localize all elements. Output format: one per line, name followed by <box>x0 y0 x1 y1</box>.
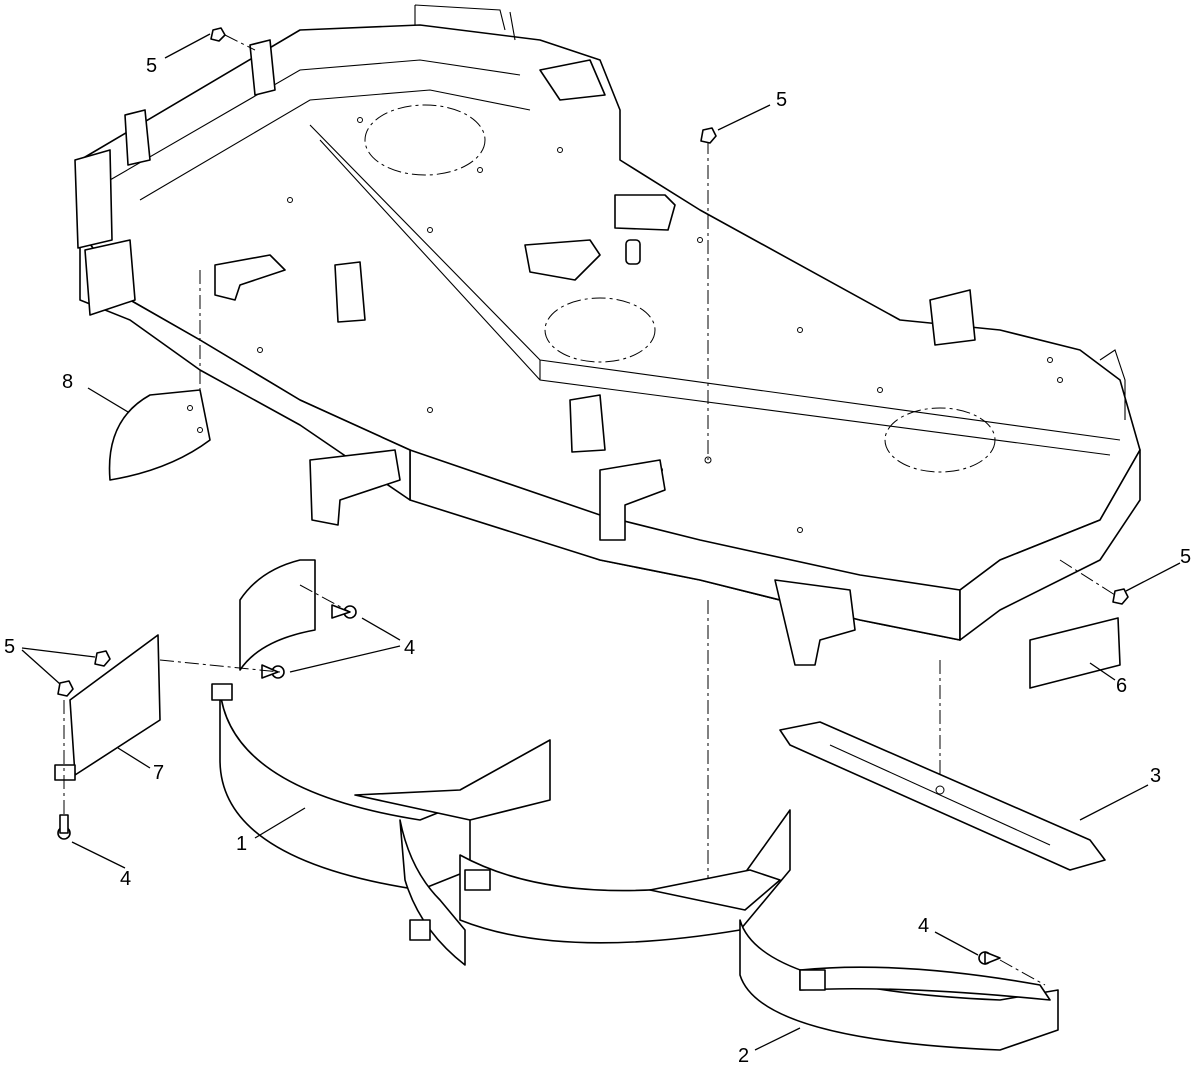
part-7-plate <box>54 634 161 781</box>
callout-5-left: 5 <box>4 636 15 658</box>
leader-lines <box>21 33 1181 1051</box>
callout-labels: 5 5 5 5 4 4 4 8 6 7 1 3 2 <box>4 55 1191 1067</box>
callout-1: 1 <box>236 833 247 855</box>
part-1-baffle <box>211 559 551 966</box>
part-2-baffle <box>459 809 1059 1051</box>
callout-2: 2 <box>738 1045 749 1067</box>
mower-deck <box>74 4 1141 900</box>
callout-4-lower-right: 4 <box>918 915 929 937</box>
fasteners <box>57 27 1129 986</box>
callout-5-deck-center: 5 <box>776 89 787 111</box>
callout-6: 6 <box>1116 675 1127 697</box>
callout-3: 3 <box>1150 765 1161 787</box>
callout-8: 8 <box>62 371 73 393</box>
callout-5-right: 5 <box>1180 546 1191 568</box>
part-8-plate <box>108 389 211 481</box>
callout-5-rear-left: 5 <box>146 55 157 77</box>
part-3-blade <box>779 721 1106 871</box>
callout-4-lower-left: 4 <box>120 868 131 890</box>
part-6-label <box>1029 617 1121 689</box>
callout-4-upper: 4 <box>404 637 415 659</box>
callout-7: 7 <box>153 762 164 784</box>
